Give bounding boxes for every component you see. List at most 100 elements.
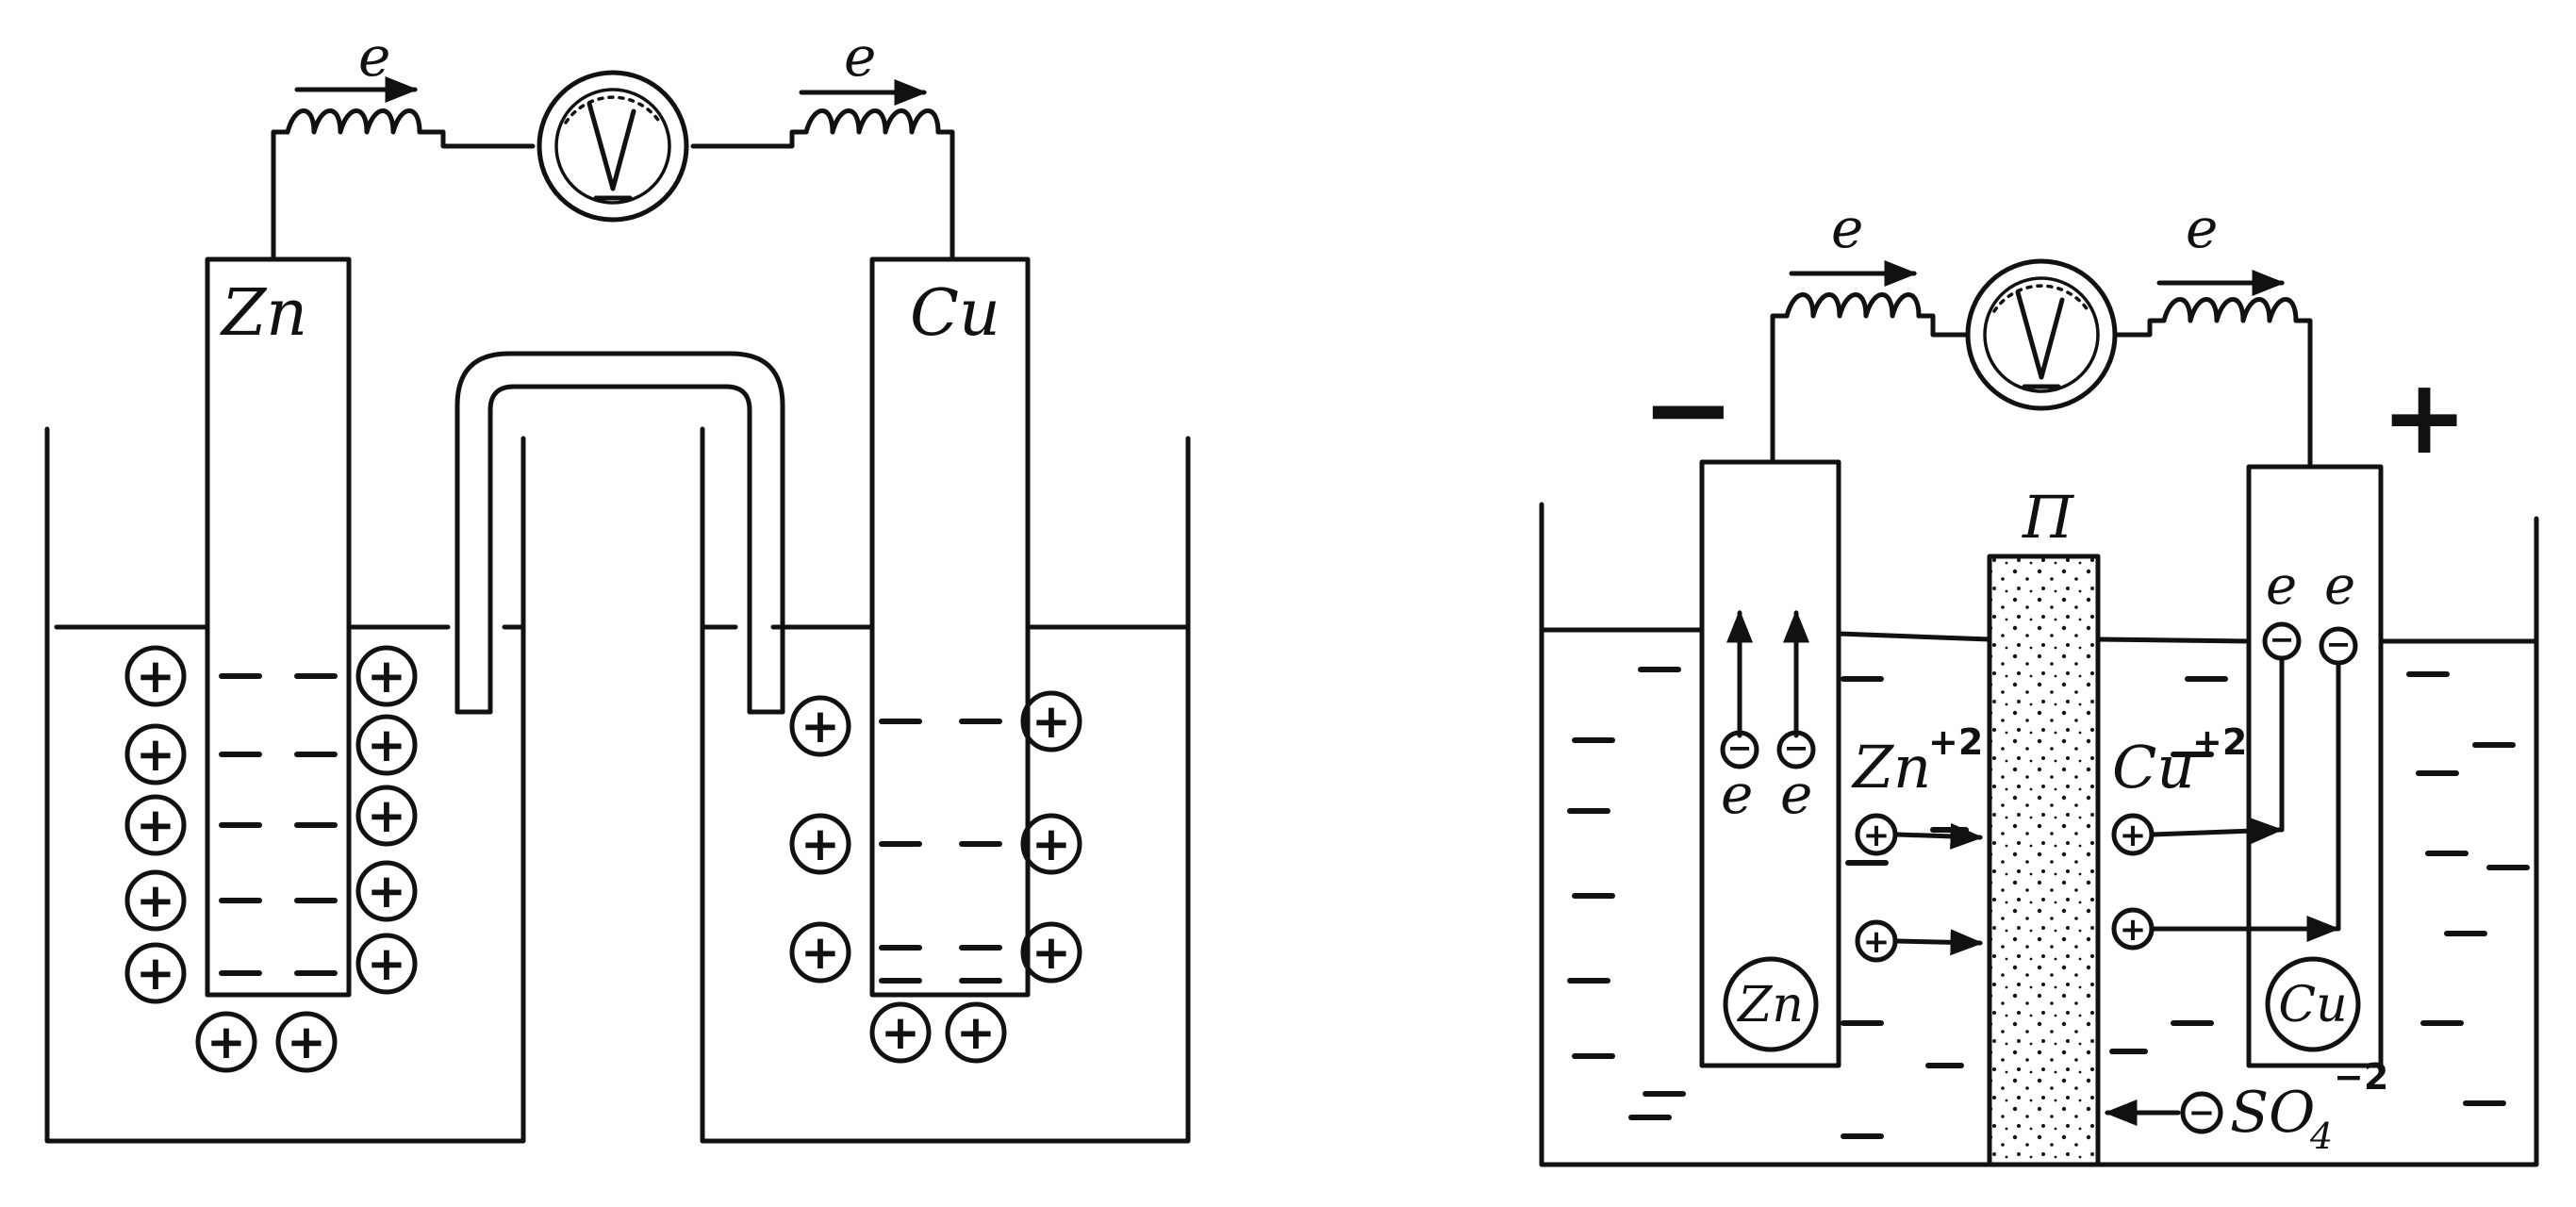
cu-electrode: Cu xyxy=(869,256,1031,998)
cu-atom-icon: Cu xyxy=(2265,956,2361,1052)
right-electron-arrow-1: e xyxy=(1789,196,1918,287)
svg-text:+: + xyxy=(136,946,175,1000)
svg-text:Cu: Cu xyxy=(2112,733,2194,802)
cation-icon: + xyxy=(2111,813,2155,856)
svg-text:+: + xyxy=(801,699,840,753)
svg-text:+: + xyxy=(367,718,406,772)
svg-text:SO: SO xyxy=(2230,1080,2315,1146)
membrane-label: П xyxy=(2022,483,2075,552)
svg-text:+: + xyxy=(1032,694,1071,749)
electron-icon: − xyxy=(2262,621,2302,661)
electron-icon: − xyxy=(1776,730,1816,769)
svg-text:e: e xyxy=(2186,196,2218,260)
porous-membrane: П xyxy=(1987,483,2101,1167)
svg-text:+: + xyxy=(367,649,406,703)
cation-icon: + xyxy=(789,813,851,875)
anion-icon: − xyxy=(2180,1091,2223,1134)
svg-text:Zn: Zn xyxy=(1851,733,1931,802)
svg-text:+: + xyxy=(2120,911,2147,949)
svg-text:+: + xyxy=(367,936,406,991)
right-electron-arrow-2: e xyxy=(2156,196,2286,296)
cation-icon: + xyxy=(2111,907,2155,951)
electron-icon: − xyxy=(1720,730,1759,769)
right-cell: e e − + xyxy=(1539,196,2539,1167)
svg-text:+: + xyxy=(1863,817,1891,854)
svg-text:e: e xyxy=(844,25,876,89)
cation-icon: + xyxy=(124,645,187,707)
cation-icon: + xyxy=(355,714,418,776)
cation-icon: + xyxy=(124,869,187,932)
svg-text:+: + xyxy=(136,873,175,928)
cation-icon: + xyxy=(124,942,187,1004)
svg-text:e: e xyxy=(2266,555,2297,617)
left-cell: e e Zn xyxy=(44,25,1191,1144)
svg-text:+: + xyxy=(206,1015,246,1069)
svg-text:e: e xyxy=(2324,555,2355,617)
cation-icon: + xyxy=(124,794,187,856)
cation-icon: + xyxy=(945,1001,1007,1064)
svg-text:+: + xyxy=(2120,817,2147,854)
svg-text:+: + xyxy=(956,1005,996,1060)
left-coil-1 xyxy=(285,108,422,135)
sulfate-ion-flow: − SO 4 −2 xyxy=(2104,1056,2388,1157)
cation-icon: + xyxy=(1020,813,1082,875)
svg-text:e: e xyxy=(1721,762,1753,826)
cation-icon: + xyxy=(195,1011,257,1073)
svg-text:−: − xyxy=(2188,1094,2216,1132)
svg-text:+2: +2 xyxy=(1928,721,1983,763)
cation-icon: + xyxy=(355,933,418,995)
salt-bridge xyxy=(454,351,785,715)
cation-icon: + xyxy=(1020,921,1082,984)
zn-side-ions: + + + + + + + + + + + + xyxy=(124,645,418,1073)
svg-text:Cu: Cu xyxy=(910,276,1000,351)
svg-text:+: + xyxy=(1032,817,1071,871)
cation-icon: + xyxy=(1020,690,1082,752)
right-galvanometer-icon xyxy=(1965,258,2118,411)
svg-text:+: + xyxy=(1863,923,1891,961)
zn-electrode: Zn xyxy=(205,256,352,998)
svg-text:−2: −2 xyxy=(2334,1056,2388,1098)
cation-icon: + xyxy=(124,723,187,785)
cation-icon: + xyxy=(789,695,851,757)
svg-text:e: e xyxy=(1831,196,1863,260)
svg-text:e: e xyxy=(1780,762,1812,826)
svg-text:+: + xyxy=(801,925,840,980)
zn-electrode-right: − − e e Zn xyxy=(1699,459,1841,1068)
left-galvanometer-icon xyxy=(537,70,689,223)
left-external-circuit xyxy=(271,108,955,262)
svg-text:+: + xyxy=(136,727,175,782)
cation-icon: + xyxy=(789,921,851,984)
cation-icon: + xyxy=(355,860,418,922)
cation-icon: + xyxy=(355,645,418,707)
svg-text:−: − xyxy=(1784,730,1809,766)
svg-text:+: + xyxy=(1032,925,1071,980)
left-coil-2 xyxy=(803,108,941,135)
svg-text:e: e xyxy=(358,25,390,89)
svg-text:+: + xyxy=(136,649,175,703)
svg-text:+: + xyxy=(367,864,406,918)
svg-text:−: − xyxy=(1727,730,1753,766)
right-coil-2 xyxy=(2161,297,2299,323)
svg-text:+2: +2 xyxy=(2192,721,2247,763)
zn-ion-flow: Zn +2 + + xyxy=(1851,721,1984,963)
electrolyte-dashes xyxy=(1567,667,2530,1139)
cation-icon: + xyxy=(1855,919,1898,963)
svg-text:Cu: Cu xyxy=(2278,977,2347,1033)
cation-icon: + xyxy=(869,1001,932,1064)
right-external-circuit xyxy=(1770,292,2313,470)
right-beaker xyxy=(700,426,1191,1144)
zn-atom-icon: Zn xyxy=(1723,956,1819,1052)
svg-text:+: + xyxy=(367,788,406,843)
anode-minus-sign: − xyxy=(1641,344,1736,475)
svg-text:+: + xyxy=(801,817,840,871)
svg-text:Zn: Zn xyxy=(220,276,307,351)
cu-side-ions: + + + + + + + + xyxy=(789,690,1082,1064)
svg-text:+: + xyxy=(287,1015,326,1069)
left-electron-arrow-1: e xyxy=(294,25,419,103)
svg-text:−: − xyxy=(2270,621,2295,657)
cu-electrode-right: e e − − Cu xyxy=(2246,464,2384,1068)
left-beaker xyxy=(44,426,526,1144)
svg-text:+: + xyxy=(881,1005,920,1060)
right-coil-1 xyxy=(1784,292,1922,319)
